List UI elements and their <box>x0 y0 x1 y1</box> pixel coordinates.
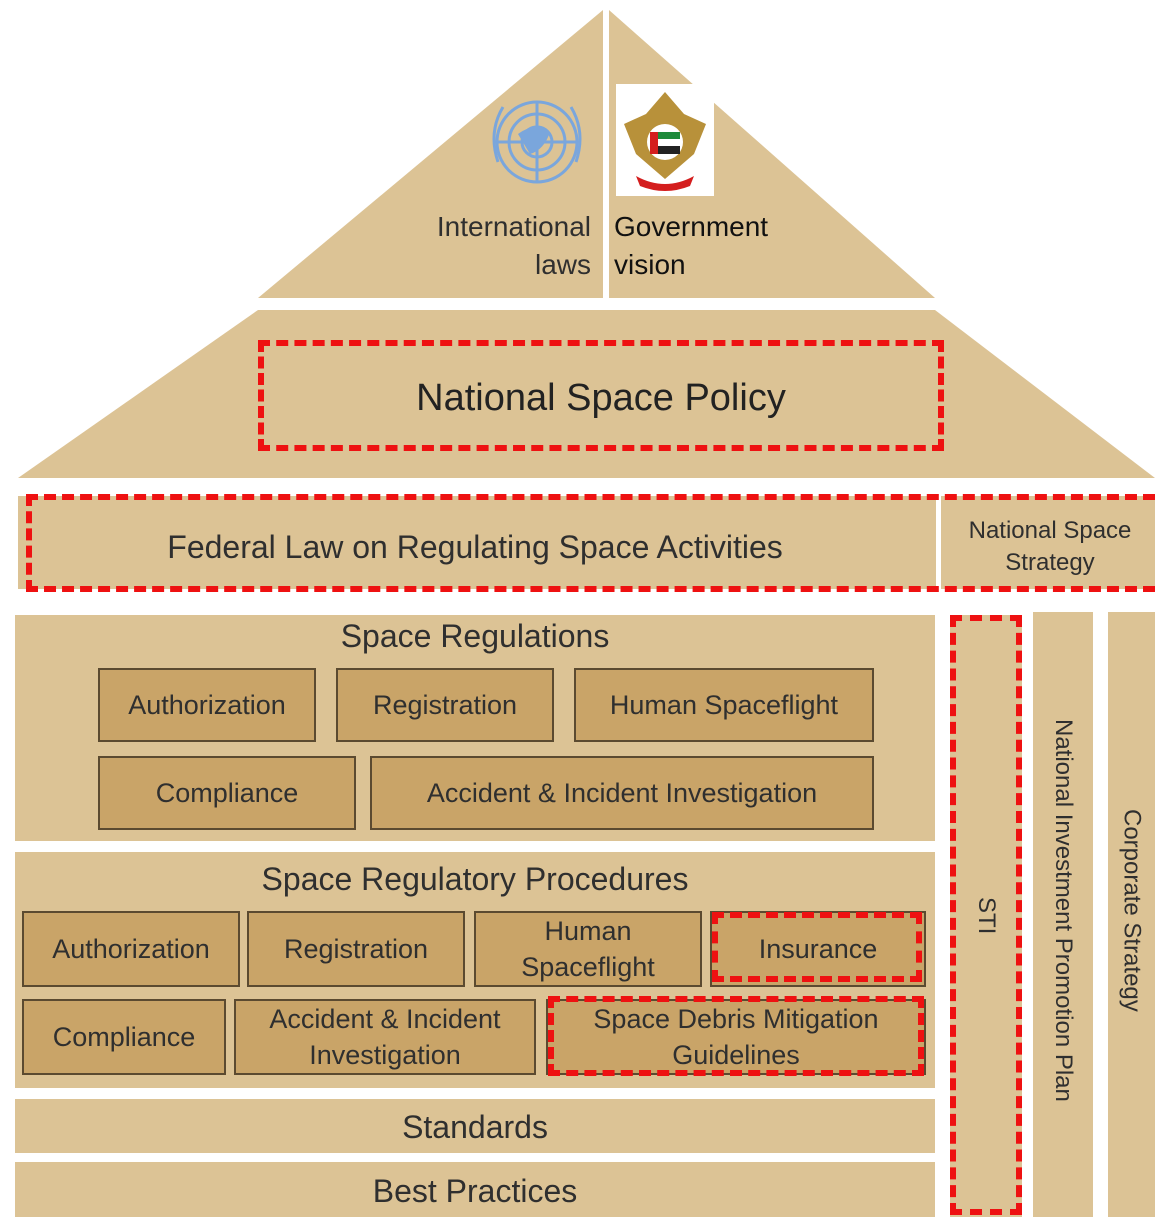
procedure-human-line2: Spaceflight <box>521 952 655 982</box>
government-vision-line2: vision <box>614 249 686 280</box>
space-regulations-title: Space Regulations <box>340 618 610 654</box>
investment-label: National Investment Promotion Plan <box>1050 718 1077 1102</box>
national-space-policy: National Space Policy <box>416 377 786 419</box>
corporate-label: Corporate Strategy <box>1118 808 1146 1012</box>
procedure-debris-line1: Space Debris Mitigation <box>593 1004 879 1034</box>
debris-highlight <box>548 996 924 1076</box>
standards-label: Standards <box>402 1109 548 1145</box>
government-vision-label: Government vision <box>614 208 814 284</box>
regulation-authorization: Authorization <box>98 668 316 742</box>
procedure-authorization: Authorization <box>22 911 240 987</box>
procedure-human-spaceflight: Human Spaceflight <box>474 911 702 987</box>
national-space-strategy: National Space Strategy <box>945 515 1155 579</box>
uae-emblem-icon <box>616 84 714 196</box>
strategy-line2: Strategy <box>1005 549 1095 576</box>
federal-law: Federal Law on Regulating Space Activiti… <box>167 529 783 565</box>
international-laws-line2: laws <box>534 249 591 280</box>
procedure-accident-investigation: Accident & Incident Investigation <box>234 999 536 1075</box>
regulation-registration: Registration <box>336 668 554 742</box>
procedure-debris-line2: Guidelines <box>672 1040 800 1070</box>
federal-law-highlight <box>26 494 1155 592</box>
regulation-compliance: Compliance <box>98 756 356 830</box>
un-emblem-icon <box>492 100 582 184</box>
best-practices-band <box>15 1162 935 1217</box>
sti-label: STI <box>973 897 1000 935</box>
regulation-human-spaceflight: Human Spaceflight <box>574 668 874 742</box>
international-laws-line1: International <box>436 211 591 242</box>
sti-highlight <box>950 615 1022 1215</box>
procedure-insurance: Insurance <box>710 911 926 987</box>
procedure-human-line1: Human <box>544 916 632 946</box>
best-practices-label: Best Practices <box>372 1173 578 1209</box>
government-vision-line1: Government <box>614 211 769 242</box>
roof-shape <box>18 10 1155 478</box>
investment-pillar <box>1033 612 1093 1217</box>
federal-law-band <box>18 496 936 589</box>
standards-band <box>15 1099 935 1153</box>
procedure-accident-line1: Accident & Incident <box>269 1004 501 1034</box>
procedure-compliance: Compliance <box>22 999 226 1075</box>
strategy-line1: National Space <box>968 517 1132 544</box>
procedure-registration: Registration <box>247 911 465 987</box>
procedure-accident-line2: Investigation <box>309 1040 461 1070</box>
strategy-band <box>941 496 1155 589</box>
procedures-title: Space Regulatory Procedures <box>261 861 689 897</box>
policy-highlight <box>258 340 944 451</box>
corporate-pillar <box>1108 612 1155 1217</box>
regulation-accident-investigation: Accident & Incident Investigation <box>370 756 874 830</box>
insurance-highlight <box>712 912 922 982</box>
sti-pillar <box>950 615 1022 1217</box>
international-laws-label: International laws <box>395 208 591 284</box>
